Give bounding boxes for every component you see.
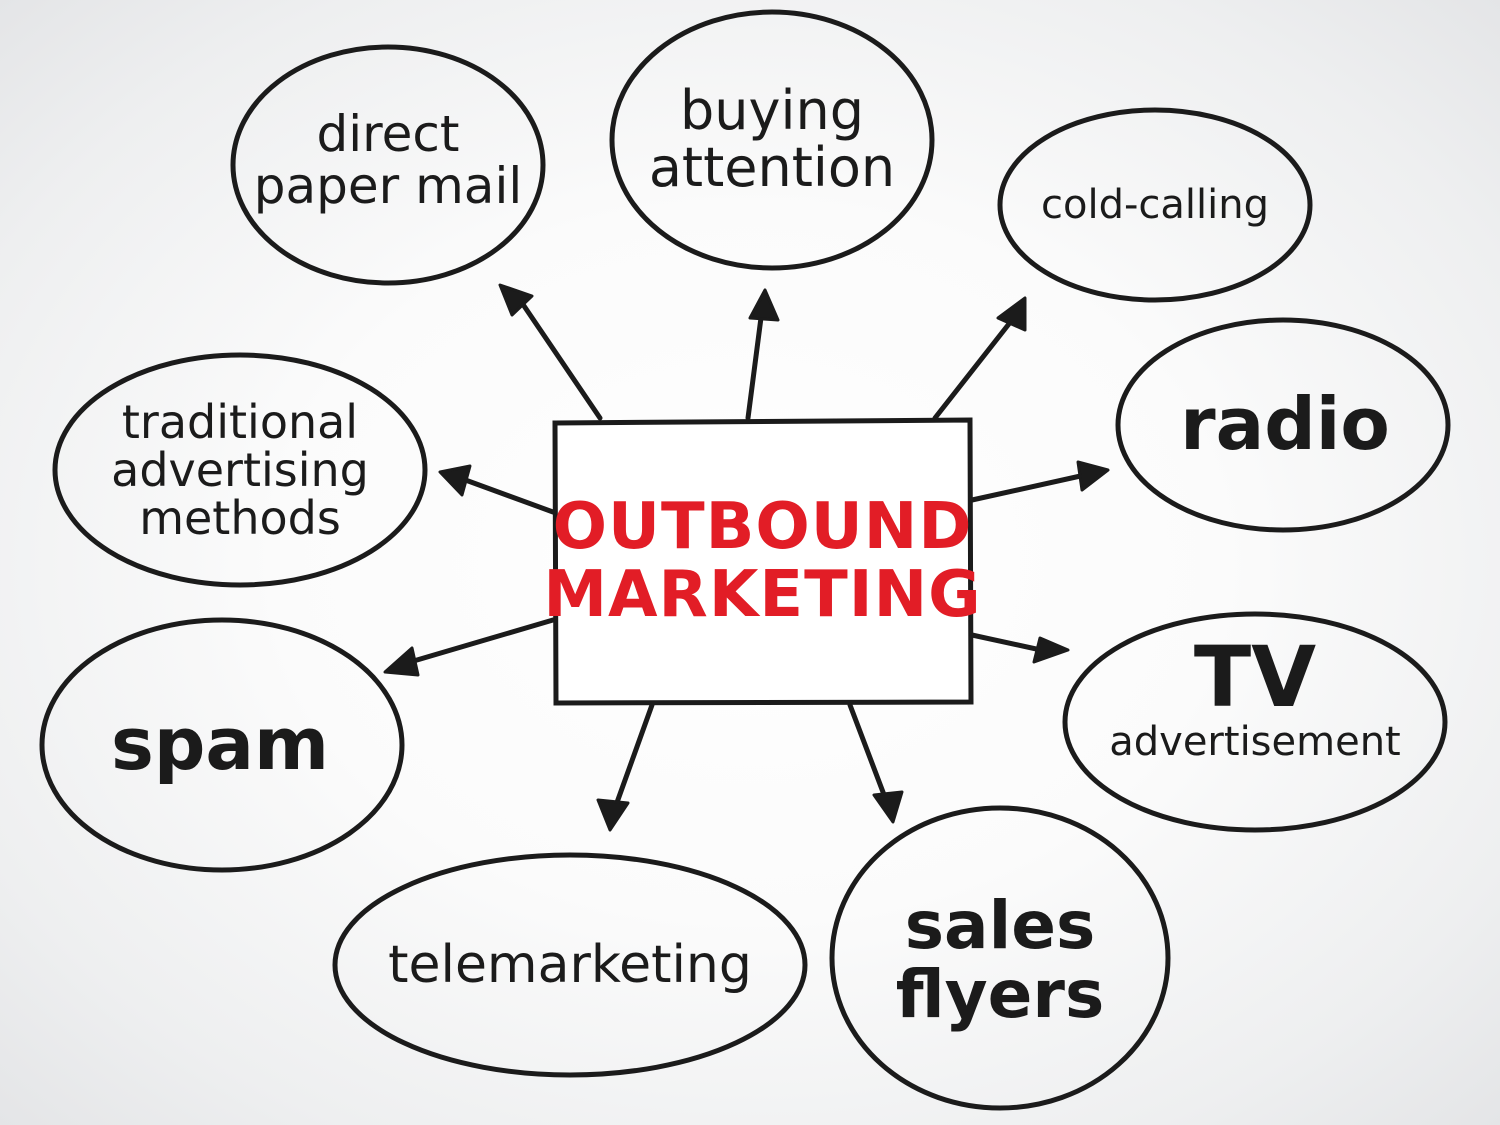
node-outline-direct-paper-mail — [230, 44, 546, 286]
node-label: buying — [680, 79, 864, 143]
node-telemarketing: telemarketing — [345, 925, 795, 1005]
node-direct-paper-mail: direct paper mail — [243, 75, 533, 245]
arrowhead-icon — [748, 288, 780, 322]
node-label: traditional — [121, 394, 359, 449]
node-sales-flyers: sales flyers — [850, 860, 1150, 1060]
node-outline-sales-flyers — [829, 805, 1171, 1111]
node-label: advertising — [111, 442, 369, 497]
node-outline-traditional-advertising — [52, 352, 428, 588]
node-label: spam — [110, 702, 329, 787]
node-tv-advertisement: TV advertisement — [1080, 618, 1430, 778]
node-label: telemarketing — [388, 934, 752, 995]
node-outline-cold-calling — [997, 107, 1313, 303]
arrow-to-buying-attention — [745, 307, 765, 421]
arrowhead-icon — [1032, 636, 1070, 664]
node-label: methods — [139, 491, 341, 546]
arrow-to-sales-flyers — [847, 702, 889, 803]
arrow-to-cold-calling — [932, 317, 1015, 421]
node-cold-calling: cold-calling — [1005, 165, 1305, 245]
node-label: radio — [1180, 382, 1390, 467]
node-label: direct — [316, 104, 460, 163]
center-topic-line-1: OUTBOUND — [552, 490, 973, 565]
arrowhead-icon — [498, 283, 534, 317]
arrowhead-icon — [1076, 460, 1110, 492]
arrowhead-icon — [438, 464, 472, 497]
node-label: attention — [648, 136, 896, 199]
arrow-to-traditional-advertising — [457, 475, 556, 515]
node-outline-telemarketing — [332, 852, 808, 1078]
arrowhead-icon — [596, 798, 630, 832]
arrowhead-icon — [383, 646, 420, 677]
node-outline-tv-advertisement — [1062, 611, 1448, 833]
center-topic-line-2: MARKETING — [543, 557, 982, 632]
arrow-to-spam — [397, 617, 556, 668]
node-spam: spam — [60, 700, 380, 790]
node-label: paper mail — [253, 157, 523, 215]
arrow-to-telemarketing — [612, 702, 655, 811]
node-label: advertisement — [1109, 719, 1401, 766]
arrowhead-icon — [996, 296, 1027, 332]
node-outline-spam — [39, 617, 405, 873]
arrowhead-icon — [872, 790, 904, 824]
node-label: cold-calling — [1041, 182, 1269, 228]
arrow-to-direct-paper-mail — [517, 297, 603, 421]
node-buying-attention: buying attention — [622, 60, 922, 220]
node-traditional-advertising-methods: traditional advertising methods — [70, 370, 410, 570]
node-radio: radio — [1135, 380, 1435, 470]
node-outline-radio — [1115, 317, 1451, 533]
center-topic: OUTBOUND MARKETING — [543, 420, 980, 703]
arrow-to-radio — [969, 472, 1088, 503]
node-label: flyers — [895, 956, 1105, 1033]
center-box-outline — [552, 417, 974, 706]
node-label: TV — [1193, 627, 1317, 726]
node-label: sales — [904, 886, 1096, 964]
node-outline-buying-attention — [609, 9, 935, 271]
